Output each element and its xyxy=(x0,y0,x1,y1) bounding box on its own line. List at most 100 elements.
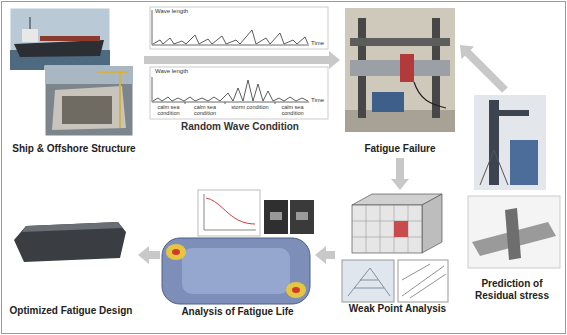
figure-panel: Analysis of Fatigue Life xyxy=(160,188,315,321)
measurement-photo xyxy=(480,150,494,185)
plate-model xyxy=(468,196,560,268)
shipyard-photo xyxy=(52,86,126,130)
wave-chart xyxy=(150,67,328,119)
flow-arrow xyxy=(138,246,160,264)
measurement-photo xyxy=(489,110,529,116)
wave-chart xyxy=(153,80,308,101)
chart-label: Time xyxy=(311,97,324,104)
sn-curve-chart xyxy=(198,190,260,236)
arrow-shaft xyxy=(325,251,335,259)
test-rig-photo xyxy=(400,54,414,82)
flow-arrow xyxy=(315,246,335,264)
test-rig-photo xyxy=(345,8,455,132)
figure-panel: Ship & Offshore Structure xyxy=(4,5,144,158)
hull-block-model xyxy=(352,194,442,253)
stress-mesh xyxy=(182,248,290,294)
stress-mesh xyxy=(162,238,310,304)
figure-panel: Prediction of Residual stress xyxy=(464,90,560,305)
ship-model xyxy=(14,222,126,262)
ship-photo xyxy=(14,40,104,57)
figure-panel: Weak Point Analysis xyxy=(335,190,460,318)
hotspot-photo xyxy=(270,212,282,220)
figure-panel: Optimized Fatigue Design xyxy=(4,195,138,320)
chart-label: calm sea condition xyxy=(185,104,225,117)
hotspot-photo xyxy=(264,200,288,234)
detail-inset xyxy=(342,260,448,302)
arrow-head xyxy=(315,246,326,264)
hull-block-model xyxy=(352,205,422,253)
hotspot-photo xyxy=(296,212,308,220)
panel-caption: Weak Point Analysis xyxy=(335,303,460,315)
wave-chart xyxy=(152,10,153,45)
hotspot-photo xyxy=(264,200,314,234)
flow-arrow xyxy=(391,158,409,190)
arrow-shaft xyxy=(148,251,160,259)
measurement-photo xyxy=(494,150,508,185)
wave-chart xyxy=(150,67,328,119)
flow-arrow xyxy=(460,45,505,90)
stress-mesh xyxy=(286,282,306,298)
chart-label: calm sea condition xyxy=(152,104,185,117)
wave-chart xyxy=(152,102,309,103)
test-rig-photo xyxy=(372,92,404,112)
detail-inset xyxy=(402,264,446,298)
hull-block-model xyxy=(352,205,422,253)
stress-mesh xyxy=(292,287,300,293)
chart-label: Time xyxy=(311,40,324,47)
hull-block-model xyxy=(394,221,408,237)
detail-inset xyxy=(348,268,390,296)
shipyard-photo xyxy=(45,66,133,136)
sn-curve-chart xyxy=(204,194,256,230)
plate-model xyxy=(468,196,560,268)
ship-photo xyxy=(30,17,31,29)
wave-chart xyxy=(150,7,328,49)
detail-inset xyxy=(342,260,394,302)
test-rig-photo xyxy=(414,82,446,108)
sn-curve-chart xyxy=(198,190,260,236)
test-rig-photo xyxy=(350,38,450,46)
wave-chart xyxy=(152,45,309,46)
panel-caption: Analysis of Fatigue Life xyxy=(160,306,315,318)
wave-chart xyxy=(153,30,308,44)
arrow-shaft xyxy=(144,56,330,64)
ship-photo xyxy=(22,29,38,42)
ship-model xyxy=(14,222,126,262)
figure-panel: Fatigue Failure xyxy=(340,5,460,158)
wave-chart xyxy=(185,102,186,104)
ship-model xyxy=(22,222,122,232)
wave-chart xyxy=(150,7,328,49)
panel-caption: Ship & Offshore Structure xyxy=(4,143,144,155)
measurement-photo xyxy=(474,95,546,190)
wave-chart xyxy=(225,102,226,104)
shipyard-photo xyxy=(98,71,128,73)
panel-caption: Prediction of Residual stress xyxy=(464,278,560,302)
stage-label: Random Wave Condition xyxy=(150,121,330,133)
panel-caption: Fatigue Failure xyxy=(340,143,460,155)
chart-label: calm sea condition xyxy=(275,104,310,117)
stress-mesh xyxy=(162,238,310,304)
sn-curve-chart xyxy=(206,198,255,224)
arrow-shaft xyxy=(396,158,404,180)
hull-block-model xyxy=(422,194,442,253)
arrow-head xyxy=(138,246,149,264)
shipyard-photo xyxy=(62,96,112,124)
chart-label: Wave length xyxy=(155,68,188,75)
detail-inset xyxy=(398,260,448,302)
measurement-photo xyxy=(510,140,538,185)
shipyard-photo xyxy=(119,70,121,128)
chart-label: storm condition xyxy=(225,104,275,110)
ship-photo xyxy=(10,8,110,70)
stress-mesh xyxy=(172,249,180,255)
flow-arrow xyxy=(144,51,340,69)
shipyard-photo xyxy=(45,66,133,136)
measurement-photo xyxy=(474,95,546,190)
hotspot-photo xyxy=(290,200,314,234)
arrow-head xyxy=(391,179,409,190)
wave-chart xyxy=(275,102,276,104)
wave-chart xyxy=(152,77,153,102)
arrow-shaft xyxy=(467,52,505,90)
panel-caption: Optimized Fatigue Design xyxy=(4,305,138,317)
